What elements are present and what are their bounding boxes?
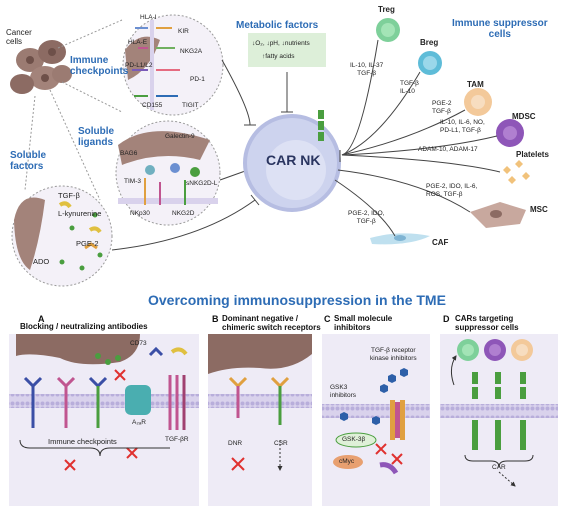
panel-a-title: Blocking / neutralizing antibodies [20,322,148,331]
panel-c-title: Small molecule inhibitors [334,314,393,332]
panel-b-letter: B [212,314,219,324]
hla-i-label: HLA-I [140,14,157,21]
soluble-ligands-label: Soluble ligands [78,126,115,148]
suppressor-cells [370,18,530,245]
msc-factors: PGE-2, IDO, IL-6, ROS, TGF-β [426,183,478,198]
soluble-factors-label: Soluble factors [10,150,47,172]
immune-checkpoints-label: Immune checkpoints [70,55,129,77]
tam-factors: PGE-2 TGF-β [432,100,452,115]
nkg2a-label: NKG2A [180,48,203,55]
a2ar-label: A₂ₐR [132,419,146,426]
car-label: CAR [492,464,506,471]
immune-suppressor-title: Immune suppressor cells [452,18,548,40]
ligands-circle [115,120,221,226]
panel-d [440,334,558,506]
car-nk-label: CAR NK [266,152,321,168]
suppressor-lines [334,39,501,237]
tam-label: TAM [467,80,484,89]
dnr-label: DNR [228,440,243,447]
l-kynurenine-label: L-kynurenine [58,209,102,218]
car-nk-cell [243,110,341,212]
cancer-cells-icon [10,40,72,94]
kir-label: KIR [178,28,189,35]
pge-2-label: PGE-2 [76,239,99,248]
zoom-lines [24,19,123,201]
panel-a-letter: A [38,314,45,324]
mdsc-label: MDSC [512,112,536,121]
breg-label: Breg [420,38,439,47]
nkp30-label: NKp30 [130,210,150,217]
caf-factors: PGE-2, IDO, TGF-β [348,210,385,225]
metabolic-line-1: ↓O₂, ↓pH, ↓nutrients [252,40,310,47]
platelets-label: Platelets [516,150,549,159]
metabolic-line-2: ↑fatty acids [262,53,295,60]
immune-checkpoints-bottom-label: Immune checkpoints [48,437,117,446]
metabolic-factors-title: Metabolic factors [236,20,319,31]
panel-b-title: Dominant negative / chimeric switch rece… [222,314,321,332]
panel-c [322,334,430,506]
mdsc-factors: IL-10, IL-6, NO, PD-L1, TGF-β [440,119,485,134]
csr-label: CSR [274,440,288,447]
soluble-factors-circle [11,185,113,287]
bag6-label: BAG6 [120,150,138,157]
cmyc-label: cMyc [339,458,355,465]
panel-d-title: CARs targeting suppressor cells [455,314,519,332]
pd-1-label: PD-1 [190,76,205,83]
ado-label: ADO [33,257,50,266]
panel-c-letter: C [324,314,331,324]
cd73-label: CD73 [130,340,147,347]
panel-b [208,334,312,506]
hla-e-label: HLA-E [128,39,148,46]
main-title: Overcoming immunosuppression in the TME [148,292,446,308]
pd-l1-l2-label: PD-L1/L2 [125,62,153,69]
checkpoints-circle [122,14,224,116]
snkg2d-l-label: sNKG2D-L [186,180,218,187]
breg-factors: TGF-β IL-10 [400,80,419,95]
tgf-b-label: TGF-β [58,191,80,200]
tgf-br-label: TGF-βR [165,436,189,443]
metabolic-box [248,33,326,67]
galectin-9-label: Galectin-9 [165,133,195,140]
caf-label: CAF [432,238,449,247]
tgf-b-inhibitors-label: TGF-β receptor kinase inhibitors [370,347,417,362]
panel-a [9,334,199,506]
platelets-factors: ADAM-10, ADAM-17 [418,146,478,153]
msc-label: MSC [530,205,548,214]
gsk3-inhibitors-label: GSK3 inhibitors [330,384,357,399]
treg-factors: IL-10, IL-37 TGF-β [350,62,384,77]
treg-label: Treg [378,5,395,14]
cancer-cells-label: Cancer cells [6,28,32,46]
gsk-3b-label: GSK-3β [342,436,366,443]
tim-3-label: TIM-3 [124,178,141,185]
nkg2d-label: NKG2D [172,210,195,217]
cd155-label: CD155 [142,102,163,109]
panel-d-letter: D [443,314,450,324]
tigit-label: TIGIT [182,102,199,109]
